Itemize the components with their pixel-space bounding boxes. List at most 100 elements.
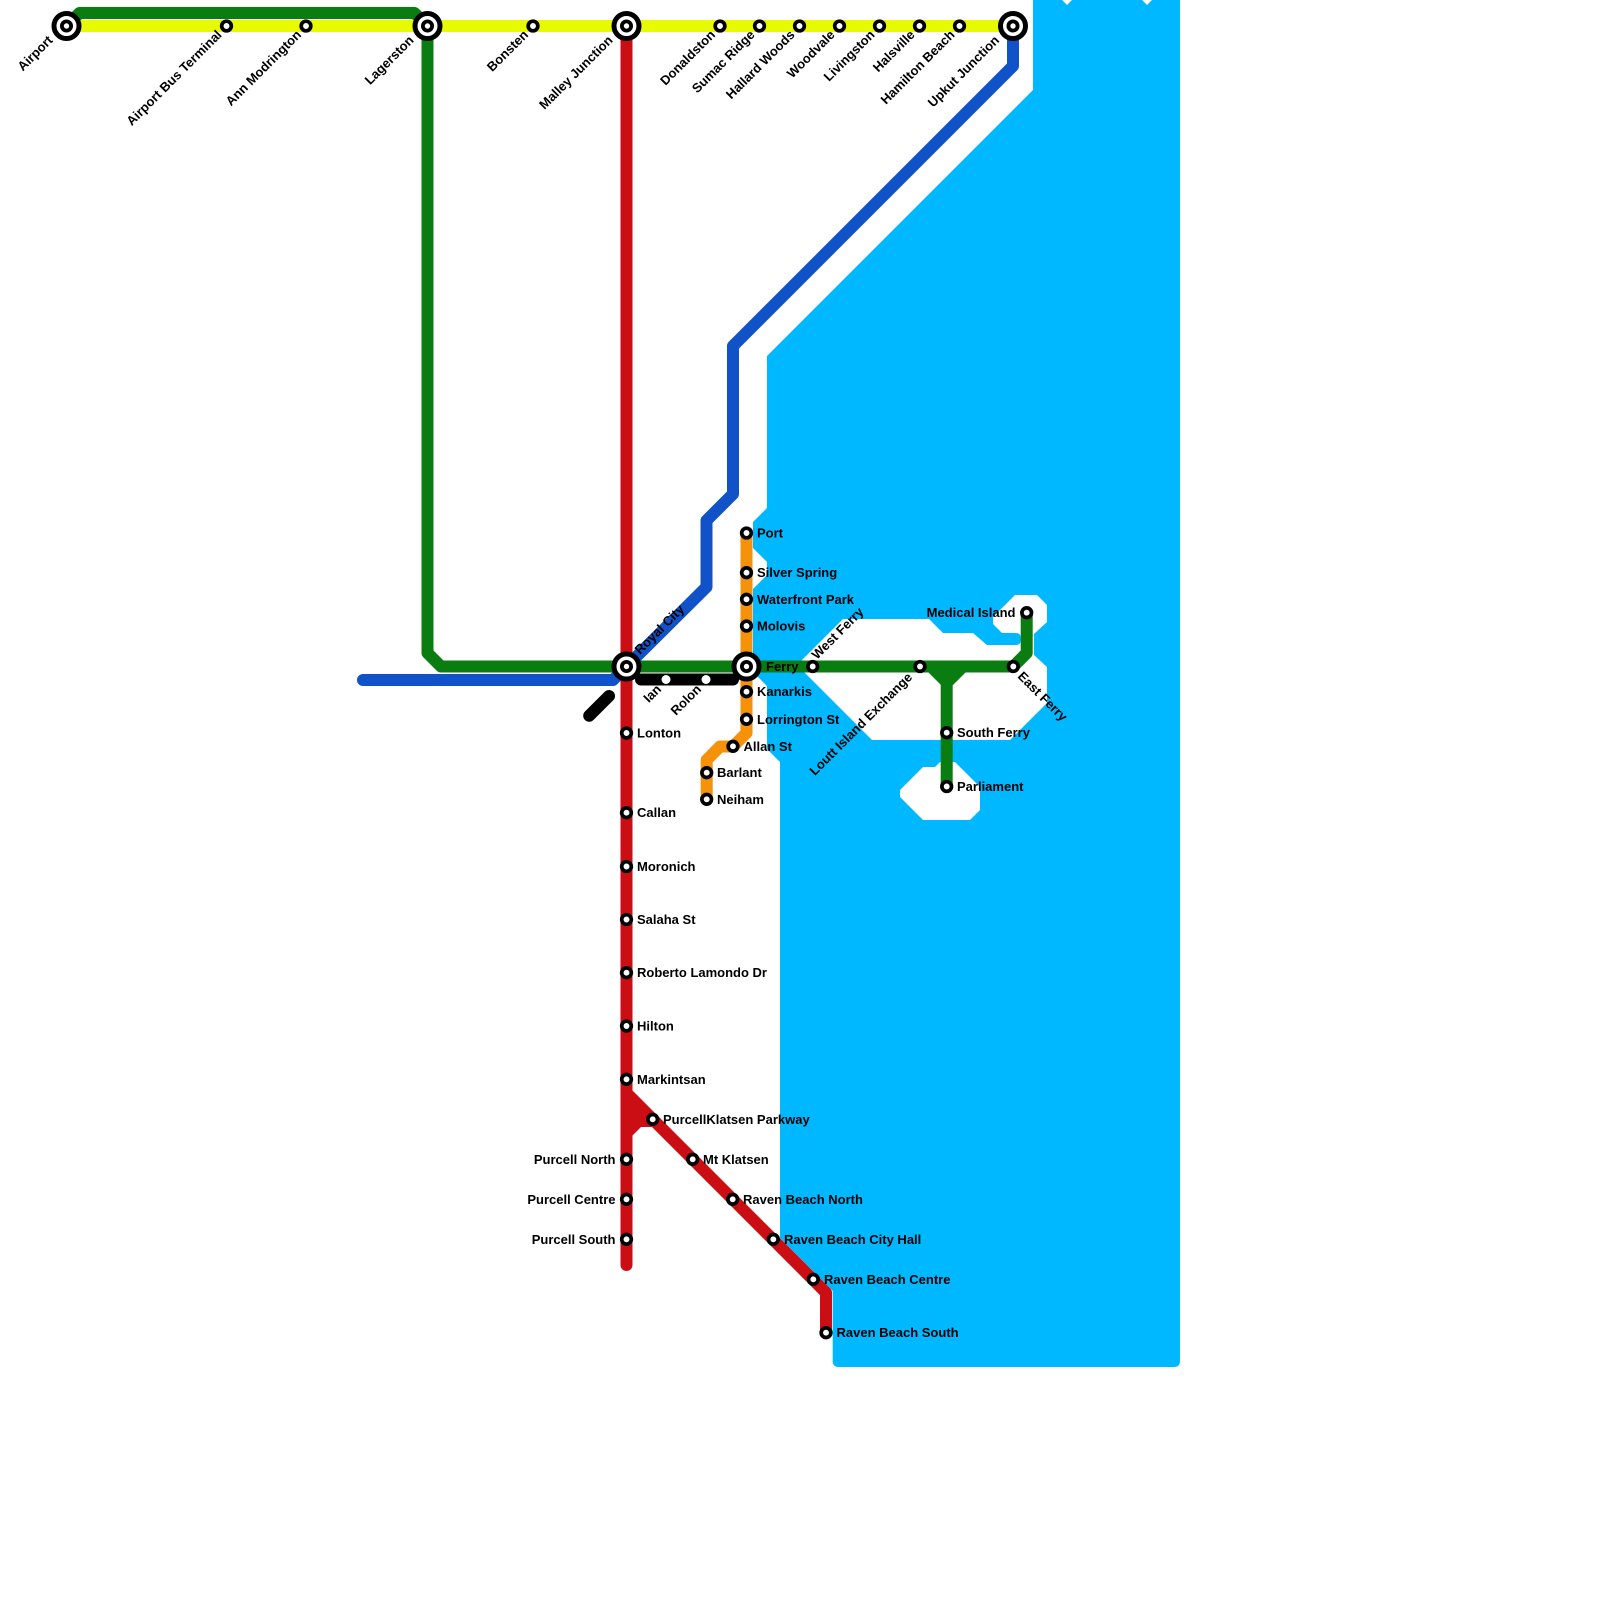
station-label: Lorrington St <box>757 712 840 727</box>
station-purcell-north[interactable]: Purcell North <box>534 1152 634 1167</box>
station-icon <box>872 19 887 33</box>
station-label: Barlant <box>717 765 762 780</box>
shore-notch <box>1142 0 1152 5</box>
station-ferry[interactable]: Ferry <box>731 651 799 682</box>
station-silver-spring[interactable]: Silver Spring <box>739 565 838 580</box>
station-icon <box>619 1232 634 1246</box>
station-label: Medical Island <box>927 605 1016 620</box>
station-label: Purcell North <box>534 1152 616 1167</box>
station-raven-beach-centre[interactable]: Raven Beach Centre <box>806 1272 951 1287</box>
station-label: Allan St <box>744 739 793 754</box>
station-icon <box>913 659 927 674</box>
station-icon <box>619 1152 634 1166</box>
interchange-inner-ring <box>421 19 434 33</box>
station-icon <box>619 1072 634 1086</box>
station-label: Raven Beach South <box>837 1325 959 1340</box>
station-label: Ann Modrington <box>223 27 305 109</box>
station-hilton[interactable]: Hilton <box>619 1019 674 1034</box>
interchange-inner-ring <box>740 660 753 673</box>
station-label: Parliament <box>957 779 1024 794</box>
station-molovis[interactable]: Molovis <box>739 619 806 634</box>
station-icon <box>819 1326 833 1340</box>
station-moronich[interactable]: Moronich <box>619 859 696 874</box>
station-purcell-south[interactable]: Purcell South <box>532 1232 634 1247</box>
station-label: Airport <box>14 32 56 74</box>
interchange-inner-ring <box>1006 19 1020 33</box>
line-green-junction <box>928 672 966 685</box>
interchange-icon <box>412 11 443 41</box>
station-icon <box>739 526 754 540</box>
station-purcell-centre[interactable]: Purcell Centre <box>527 1192 634 1207</box>
station-icon <box>940 726 954 740</box>
shore-notch <box>1062 0 1072 5</box>
station-label: South Ferry <box>957 725 1031 740</box>
station-icon <box>792 19 807 33</box>
station-barlant[interactable]: Barlant <box>700 765 763 780</box>
station-icon <box>619 806 634 820</box>
station-label: Royal City <box>632 601 688 657</box>
line-black-stub <box>583 690 615 722</box>
station-label: Hilton <box>637 1019 674 1034</box>
station-icon <box>940 779 954 794</box>
station-allan-st[interactable]: Allan St <box>726 739 793 754</box>
station-label: Waterfront Park <box>757 592 855 607</box>
station-raven-beach-south[interactable]: Raven Beach South <box>819 1325 959 1340</box>
station-icon <box>912 19 927 33</box>
station-roberto-lamondo-dr[interactable]: Roberto Lamondo Dr <box>619 965 767 980</box>
station-label: Purcell South <box>532 1232 616 1247</box>
station-airport[interactable]: Airport <box>14 11 82 74</box>
station-label: Raven Beach North <box>743 1192 863 1207</box>
station-neiham[interactable]: Neiham <box>700 792 764 807</box>
station-label: Airport Bus Terminal <box>123 27 224 128</box>
station-purcellklatsen-parkway[interactable]: PurcellKlatsen Parkway <box>646 1112 811 1127</box>
station-port[interactable]: Port <box>739 526 784 541</box>
station-callan[interactable]: Callan <box>619 805 676 820</box>
station-label: Hallard Woods <box>723 27 798 102</box>
station-label: Markintsan <box>637 1072 706 1087</box>
station-label: Raven Beach Centre <box>824 1272 950 1287</box>
station-icon <box>766 1232 780 1246</box>
station-lorrington-st[interactable]: Lorrington St <box>739 712 840 727</box>
station-mt-klatsen[interactable]: Mt Klatsen <box>686 1152 769 1167</box>
station-label: Silver Spring <box>757 565 837 580</box>
station-lonton[interactable]: Lonton <box>619 726 681 741</box>
line-green <box>60 7 1033 673</box>
station-icon <box>619 1019 634 1033</box>
station-label: Port <box>757 526 784 541</box>
station-raven-beach-north[interactable]: Raven Beach North <box>726 1192 863 1207</box>
station-salaha-st[interactable]: Salaha St <box>619 912 696 927</box>
island-parliament <box>900 762 980 820</box>
interchange-icon <box>51 11 82 41</box>
station-icon <box>726 1192 740 1206</box>
interchange-icon <box>731 651 762 682</box>
station-label: Rolon <box>667 681 704 718</box>
interchange-icon <box>998 11 1028 41</box>
station-icon <box>619 859 634 874</box>
station-medical-island[interactable]: Medical Island <box>927 605 1034 620</box>
station-icon <box>739 685 754 699</box>
station-waterfront-park[interactable]: Waterfront Park <box>739 592 855 607</box>
station-icon <box>752 19 767 33</box>
station-icon <box>806 659 820 674</box>
station-ann-modrington[interactable]: Ann Modrington <box>223 19 313 109</box>
station-icon <box>739 592 754 606</box>
station-icon <box>526 19 540 33</box>
station-label: Neiham <box>717 792 764 807</box>
line-red-junction <box>632 1098 652 1136</box>
station-icon <box>661 675 671 684</box>
station-label: Lagerston <box>362 32 417 87</box>
interchange-inner-ring <box>60 19 73 33</box>
station-label: Kanarkis <box>757 684 812 699</box>
station-sumac-ridge[interactable]: Sumac Ridge <box>689 19 767 96</box>
station-south-ferry[interactable]: South Ferry <box>940 725 1031 740</box>
station-airport-bus-terminal[interactable]: Airport Bus Terminal <box>123 19 234 128</box>
station-icon <box>806 1272 820 1286</box>
station-icon <box>619 966 634 980</box>
station-label: Malley Junction <box>536 32 616 112</box>
station-markintsan[interactable]: Markintsan <box>619 1072 706 1087</box>
station-raven-beach-city-hall[interactable]: Raven Beach City Hall <box>766 1232 922 1247</box>
station-label: Bonsten <box>484 27 531 74</box>
station-kanarkis[interactable]: Kanarkis <box>739 684 812 699</box>
station-parliament[interactable]: Parliament <box>940 779 1024 794</box>
